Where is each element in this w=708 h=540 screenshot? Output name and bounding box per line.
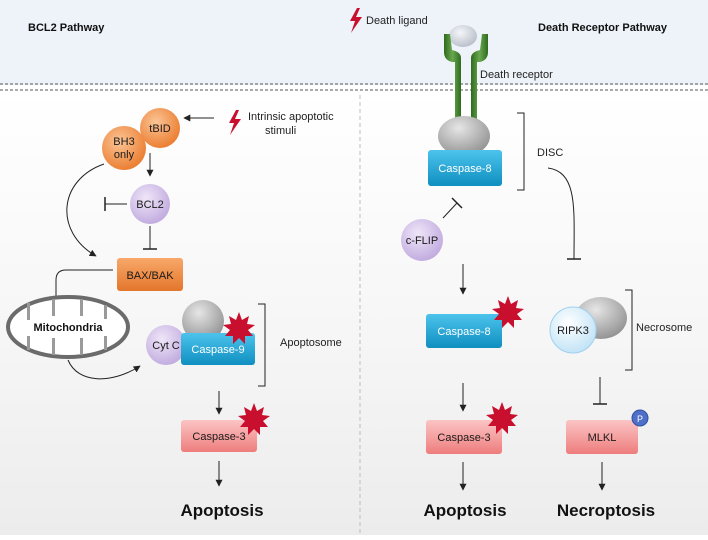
tbid-node — [140, 108, 180, 148]
apoptosis-outcome-left: Apoptosis — [180, 501, 263, 520]
necrosome-label: Necrosome — [636, 322, 692, 334]
disc-bracket — [517, 112, 525, 191]
mitochondria — [6, 295, 130, 359]
mlkl-label: MLKL — [588, 432, 617, 444]
ripk3-label: RIPK3 — [557, 325, 589, 337]
caspase9-label: Caspase-9 — [191, 344, 244, 356]
death-receptor-pathway-title: Death Receptor Pathway — [538, 22, 668, 34]
necrosome-bracket — [625, 289, 633, 371]
fadd-protein — [438, 116, 490, 156]
death-ligand-label: Death ligand — [366, 15, 428, 27]
necroptosis-outcome: Necroptosis — [557, 501, 655, 520]
cyt-c-label: Cyt C — [152, 340, 180, 352]
apoptosis-outcome-right: Apoptosis — [423, 501, 506, 520]
bax-bak-label: BAX/BAK — [126, 270, 174, 282]
caspase3-right-label: Caspase-3 — [437, 432, 490, 444]
inhibition-bar — [451, 197, 463, 209]
caspase3-label: Caspase-3 — [192, 431, 245, 443]
apaf1-protein — [182, 300, 224, 342]
bh3-only-label: only — [114, 149, 135, 161]
death-ligand — [449, 25, 477, 47]
lightning-icon — [350, 8, 362, 33]
mito-to-cytc-arrow — [67, 359, 141, 380]
caspase9-box — [181, 333, 255, 365]
bh3-only-node — [102, 126, 146, 170]
cyt-c-node — [146, 325, 186, 365]
caspase3-right-box — [426, 420, 502, 454]
baxbak-to-mito-link — [55, 269, 113, 296]
tbid-label: tBID — [149, 123, 170, 135]
caspase8-disc-label: Caspase-8 — [438, 163, 491, 175]
bcl2-label: BCL2 — [136, 199, 164, 211]
header-band — [0, 0, 708, 85]
activation-burst-icon — [223, 312, 255, 344]
cflip-inhibits-caspase8 — [442, 202, 458, 219]
bh3-label: BH3 — [113, 136, 134, 148]
apoptosome-label: Apoptosome — [280, 337, 342, 349]
bax-bak-box — [117, 258, 183, 291]
death-receptor-label: Death receptor — [480, 69, 553, 81]
bcl2-pathway-title: BCL2 Pathway — [28, 22, 105, 34]
caspase8-disc-box — [428, 150, 502, 186]
phosphate-badge — [631, 409, 649, 427]
bh3-to-baxbak-arrow — [66, 163, 105, 257]
mlkl-box — [566, 420, 638, 454]
activation-burst-icon — [492, 296, 524, 328]
caspase3-box — [181, 420, 257, 452]
lightning-icon — [229, 110, 241, 135]
ripk3-node — [549, 306, 597, 354]
stimuli-label-1: Intrinsic apoptotic — [248, 111, 334, 123]
caspase8-active-box — [426, 314, 502, 348]
phosphate-label: P — [637, 414, 643, 424]
cflip-node — [401, 219, 443, 261]
stimuli-label-2: stimuli — [265, 125, 296, 137]
caspase8-active-label: Caspase-8 — [437, 326, 490, 338]
apoptosome-bracket — [258, 303, 266, 387]
disc-inhibits-ripk3 — [547, 167, 575, 260]
disc-label: DISC — [537, 147, 563, 159]
mitochondria-label: Mitochondria — [33, 322, 103, 334]
activation-burst-icon — [486, 402, 518, 434]
bcl2-node — [130, 184, 170, 224]
activation-burst-icon — [238, 403, 270, 435]
death-receptor — [444, 34, 488, 125]
cflip-label: c-FLIP — [406, 235, 438, 247]
